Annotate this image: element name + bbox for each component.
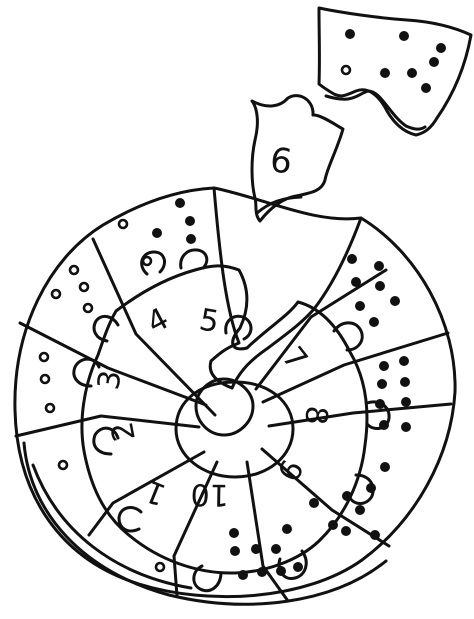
dot bbox=[351, 277, 361, 287]
dot bbox=[380, 462, 390, 472]
dot bbox=[52, 290, 60, 298]
dot bbox=[399, 31, 409, 41]
dot bbox=[421, 83, 431, 93]
dot bbox=[328, 520, 338, 530]
divider-10 bbox=[256, 270, 386, 389]
dot bbox=[347, 254, 357, 264]
puzzle-number-8: 8 bbox=[297, 404, 334, 426]
dot bbox=[276, 566, 286, 576]
dot bbox=[379, 420, 389, 430]
divider-2 bbox=[20, 323, 206, 405]
dot bbox=[407, 68, 417, 78]
puzzle-number-1: 1 bbox=[140, 472, 171, 512]
dot bbox=[257, 567, 267, 577]
dot bbox=[175, 198, 185, 208]
divider-8 bbox=[269, 404, 451, 426]
dot bbox=[366, 483, 376, 493]
dot bbox=[41, 375, 49, 383]
dot bbox=[70, 266, 78, 274]
center-hole bbox=[196, 379, 253, 435]
dot bbox=[399, 356, 409, 366]
dot bbox=[293, 562, 303, 572]
puzzle-bump-top bbox=[181, 250, 207, 268]
dot bbox=[185, 216, 195, 226]
puzzle-number-10: 10 bbox=[190, 476, 229, 512]
dot bbox=[341, 526, 351, 536]
outer-ring-dots bbox=[40, 198, 411, 580]
dot bbox=[380, 68, 390, 78]
puzzle-bump-left-upper bbox=[94, 316, 118, 341]
dot bbox=[229, 528, 239, 538]
dot bbox=[355, 301, 365, 311]
puzzle-bump-bottom-left bbox=[119, 507, 141, 530]
loose-piece-number-6: 6 bbox=[268, 140, 294, 182]
dot bbox=[40, 353, 48, 361]
dot bbox=[282, 524, 292, 534]
dot bbox=[369, 317, 379, 327]
dot bbox=[152, 228, 162, 238]
dot bbox=[429, 57, 439, 67]
dot bbox=[251, 544, 261, 554]
dot bbox=[370, 530, 380, 540]
divider-6 bbox=[247, 462, 288, 601]
dot bbox=[80, 283, 88, 291]
dot bbox=[401, 397, 411, 407]
dot bbox=[342, 491, 352, 501]
puzzle-number-5: 5 bbox=[197, 302, 222, 340]
dot bbox=[355, 505, 365, 515]
puzzle-number-7: 7 bbox=[275, 340, 314, 377]
dot bbox=[377, 379, 387, 389]
dot bbox=[309, 498, 319, 508]
missing-piece-gap bbox=[210, 188, 239, 388]
puzzle-number-4: 4 bbox=[141, 301, 174, 341]
dot bbox=[374, 261, 384, 271]
main-puzzle: 5 4 3 2 1 10 9 8 7 bbox=[15, 188, 455, 604]
dot bbox=[143, 257, 151, 265]
dot bbox=[84, 304, 92, 312]
dot bbox=[342, 66, 350, 74]
dot bbox=[156, 563, 164, 571]
loose-piece-outer-top bbox=[319, 8, 471, 135]
dot bbox=[46, 404, 54, 412]
puzzle-number-3: 3 bbox=[91, 368, 129, 392]
dot bbox=[345, 29, 355, 39]
dot bbox=[436, 43, 446, 53]
dot bbox=[186, 234, 196, 244]
dot bbox=[379, 361, 389, 371]
dot bbox=[271, 544, 281, 554]
puzzle-number-9: 9 bbox=[269, 453, 309, 486]
dot bbox=[238, 570, 248, 580]
puzzle-number-2: 2 bbox=[105, 419, 143, 444]
dot bbox=[119, 220, 127, 228]
dot bbox=[375, 281, 385, 291]
dot bbox=[401, 422, 411, 432]
dot bbox=[400, 377, 410, 387]
dot bbox=[59, 461, 67, 469]
dot bbox=[230, 546, 240, 556]
dot bbox=[390, 296, 400, 306]
dot bbox=[375, 399, 385, 409]
